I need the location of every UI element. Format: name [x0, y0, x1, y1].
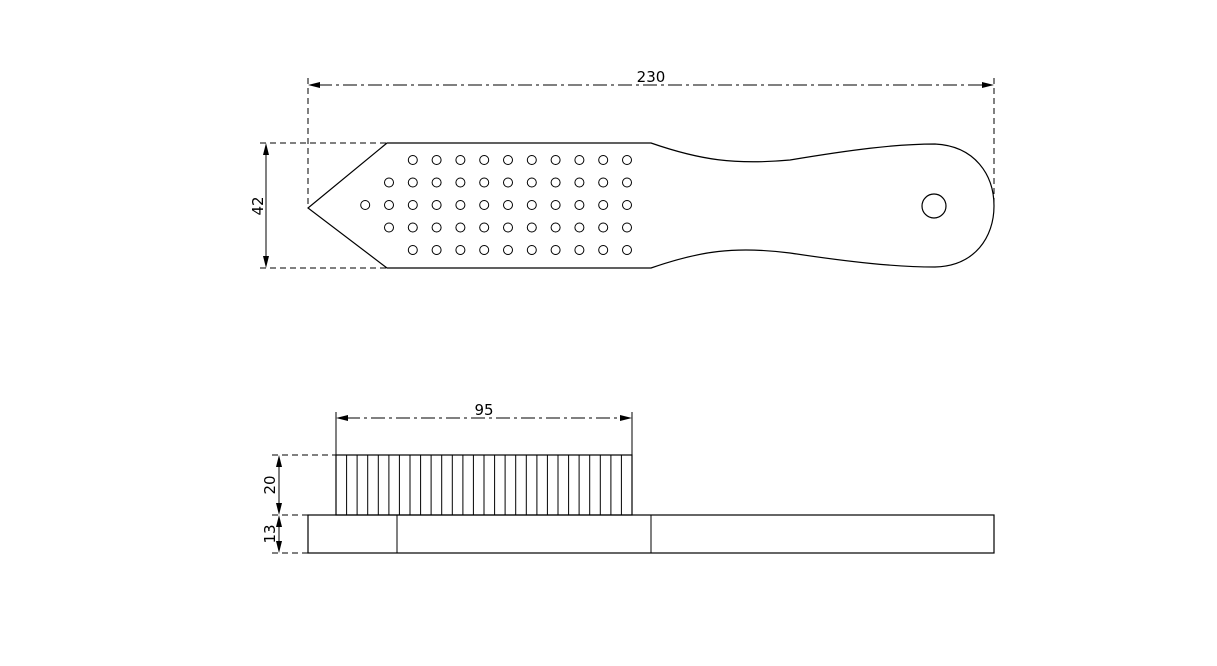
bristle-hole	[622, 222, 632, 233]
bristle-hole	[526, 222, 537, 233]
bristle-hole	[526, 200, 537, 210]
arrow-bottom	[263, 256, 269, 268]
dimension-label-42: 42	[249, 196, 267, 215]
bristle-hole	[455, 155, 466, 165]
bristle-hole	[622, 245, 632, 255]
dimension-label-95: 95	[474, 401, 493, 419]
arrow-top	[276, 515, 282, 527]
bristle-hole	[407, 177, 418, 188]
bristle-hole	[526, 245, 537, 255]
bristle-hole	[622, 200, 632, 210]
bristle-hole	[503, 200, 513, 210]
top-view: 230 42	[249, 68, 995, 269]
bristle-hole	[574, 155, 585, 165]
bristle-hole	[455, 245, 466, 255]
bristle-hole	[526, 177, 537, 188]
bristle-hole	[407, 245, 418, 255]
bristle-hole	[598, 177, 609, 188]
bristle-hole	[479, 200, 490, 210]
bristle-hole	[622, 177, 632, 188]
bristle-hole	[479, 222, 490, 233]
bristle-hole	[479, 177, 490, 188]
bristle-hole	[503, 245, 513, 255]
bristle-hole	[431, 222, 442, 233]
bristle-hole	[455, 222, 466, 233]
bristle-hole	[550, 177, 561, 188]
arrow-top	[263, 143, 269, 155]
arrow-right	[620, 415, 632, 421]
bristle-hole	[526, 155, 537, 165]
bristle-hole	[431, 155, 442, 165]
dimension-head-width: 42	[249, 142, 387, 269]
bristle-lines	[346, 455, 622, 515]
dimension-bristle-length: 95	[335, 401, 633, 455]
bristle-hole	[431, 200, 442, 210]
bristle-hole	[503, 155, 513, 165]
bristle-hole	[503, 177, 513, 188]
bristle-hole	[550, 155, 561, 165]
dimension-overall-length: 230	[307, 68, 995, 205]
bristle-hole	[574, 200, 585, 210]
brush-top-outline	[307, 142, 995, 269]
bristle-hole	[622, 155, 632, 165]
dimension-body-thickness: 13	[261, 515, 308, 554]
arrow-right	[982, 82, 994, 88]
bristle-hole	[550, 222, 561, 233]
bristle-hole	[479, 155, 490, 165]
bristle-hole	[384, 200, 394, 210]
dimension-label-13: 13	[261, 524, 279, 543]
dimension-label-20: 20	[261, 475, 279, 494]
bristle-hole	[455, 177, 466, 188]
arrow-left	[308, 82, 320, 88]
bristle-hole	[479, 245, 490, 255]
bristle-hole	[550, 200, 561, 210]
dimension-label-230: 230	[637, 68, 666, 86]
bristle-holes	[360, 155, 632, 255]
hanging-hole	[921, 193, 947, 219]
arrow-left	[336, 415, 348, 421]
bristle-hole	[598, 222, 609, 233]
bristle-hole	[574, 245, 585, 255]
bristle-hole	[598, 200, 609, 210]
bristle-hole	[407, 155, 418, 165]
bristle-hole	[407, 222, 418, 233]
bristle-hole	[431, 177, 442, 188]
bristle-hole	[384, 177, 394, 188]
bristle-hole	[574, 222, 585, 233]
bristle-hole	[384, 222, 394, 233]
arrow-bottom	[276, 503, 282, 515]
bristle-hole	[431, 245, 442, 255]
bristle-hole	[407, 200, 418, 210]
arrow-top	[276, 455, 282, 467]
bristle-hole	[598, 245, 609, 255]
dimension-bristle-height: 20	[261, 454, 336, 516]
side-view: 95 20 13	[261, 401, 995, 554]
arrow-bottom	[276, 541, 282, 553]
bristle-hole	[360, 200, 371, 210]
bristle-hole	[574, 177, 585, 188]
bristle-hole	[503, 222, 513, 233]
bristle-hole	[455, 200, 466, 210]
bristle-hole	[598, 155, 609, 165]
bristle-hole	[550, 245, 561, 255]
